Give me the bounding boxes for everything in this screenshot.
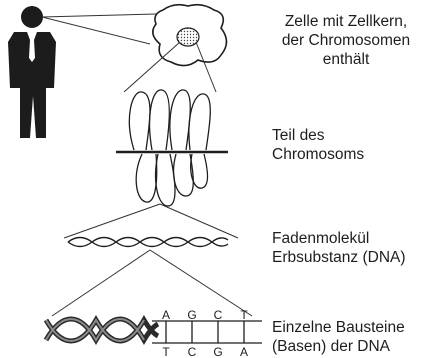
caption-cell-line-1: Zelle mit Zellkern, xyxy=(262,12,430,31)
caption-chromosome-line-1: Teil des xyxy=(272,126,430,145)
zoom-lines-chromosome-dna xyxy=(64,204,238,238)
caption-cell: Zelle mit Zellkern, der Chromosomen enth… xyxy=(262,12,430,69)
base-letter-bottom-0: T xyxy=(162,345,170,358)
caption-bases-line-1: Einzelne Bausteine xyxy=(272,318,430,337)
dna-helix-icon xyxy=(68,238,228,247)
base-letter-top-1: G xyxy=(187,308,196,322)
zoom-lines-person-cell xyxy=(42,14,156,44)
double-helix-large xyxy=(46,319,158,341)
base-letter-bottom-2: G xyxy=(213,345,222,358)
base-letter-bottom-1: C xyxy=(188,345,197,358)
caption-dna-line-2: Erbsubstanz (DNA) xyxy=(272,248,430,267)
zoom-lines-dna-bases xyxy=(52,250,252,316)
person-icon xyxy=(8,6,56,138)
base-letter-top-3: T xyxy=(240,308,248,322)
base-letter-top-0: A xyxy=(162,308,170,322)
caption-cell-line-2: der Chromosomen xyxy=(262,31,430,50)
caption-chromosome-line-2: Chromosoms xyxy=(272,145,430,164)
caption-dna: Fadenmolekül Erbsubstanz (DNA) xyxy=(272,229,430,267)
base-pair-ladder xyxy=(152,321,262,343)
base-letter-bottom-3: A xyxy=(240,345,248,358)
caption-chromosome: Teil des Chromosoms xyxy=(272,126,430,164)
nucleus-icon xyxy=(177,28,199,46)
chromosome-icon xyxy=(116,90,228,206)
base-labels: A G C T T C G A xyxy=(162,308,248,358)
caption-cell-line-3: enthält xyxy=(262,50,430,69)
base-letter-top-2: C xyxy=(214,308,223,322)
caption-bases-line-2: (Basen) der DNA xyxy=(272,337,430,356)
caption-bases: Einzelne Bausteine (Basen) der DNA xyxy=(272,318,430,356)
caption-dna-line-1: Fadenmolekül xyxy=(272,229,430,248)
